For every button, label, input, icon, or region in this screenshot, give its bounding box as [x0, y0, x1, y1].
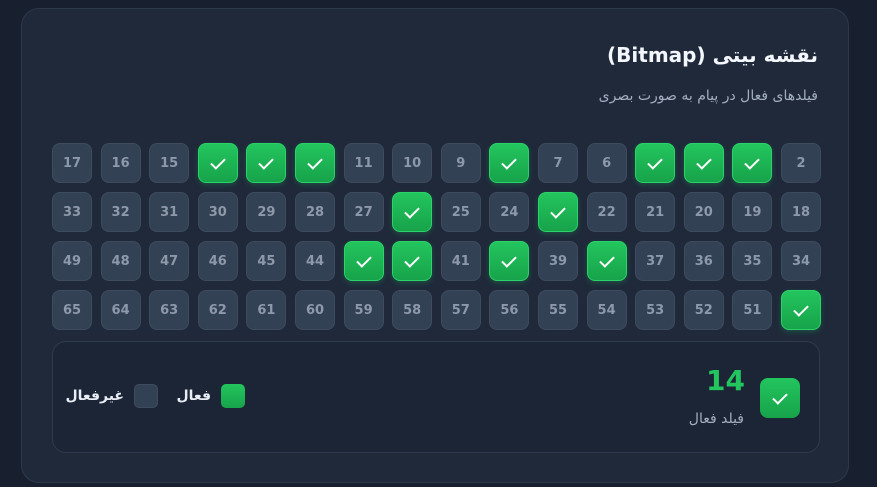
bitmap-cell-field: 10 [392, 143, 433, 183]
bitmap-cell-field: 36 [683, 241, 724, 281]
bitmap-cell-field: 18 [781, 192, 821, 232]
bitmap-cell-active [635, 143, 676, 183]
check-icon [307, 153, 323, 170]
bitmap-cell-field: 7 [538, 143, 578, 183]
bitmap-cell-field: 17 [52, 143, 92, 183]
bitmap-cell-active [392, 192, 433, 232]
bitmap-cell-field: 9 [440, 143, 481, 183]
bitmap-cell-active [295, 143, 335, 183]
bitmap-cell-active [246, 143, 287, 183]
bitmap-cell-field: 32 [100, 192, 141, 232]
bitmap-cell-field: 55 [538, 290, 578, 330]
bitmap-cell-active [343, 241, 384, 281]
bitmap-cell-field: 51 [732, 290, 773, 330]
bitmap-cell-field: 24 [489, 192, 530, 232]
bitmap-cell-field: 15 [149, 143, 190, 183]
bitmap-cell-field: 63 [149, 290, 190, 330]
bitmap-cell-field: 25 [440, 192, 481, 232]
check-icon [501, 251, 518, 268]
legend-active: فعال [177, 384, 245, 408]
legend-inactive: غیرفعال [66, 384, 158, 408]
check-icon [647, 153, 663, 170]
check-icon [355, 251, 372, 268]
check-icon [404, 251, 420, 268]
bitmap-cell-field: 21 [635, 192, 676, 232]
bitmap-cell-field: 34 [781, 241, 821, 281]
bitmap-cell-field: 57 [440, 290, 481, 330]
check-icon [210, 153, 226, 170]
check-icon [696, 153, 712, 170]
bitmap-cell-field: 62 [197, 290, 238, 330]
active-count-label: فیلد فعال [688, 411, 744, 427]
bitmap-cell-field: 19 [732, 192, 773, 232]
check-icon [258, 153, 275, 170]
bitmap-cell-active [781, 290, 821, 330]
bitmap-card: نقشه بیتی (Bitmap) فیلدهای فعال در پیام … [21, 8, 849, 483]
check-icon [550, 202, 566, 219]
bitmap-cell-field: 41 [440, 241, 481, 281]
bitmap-cell-field: 29 [246, 192, 287, 232]
legend-active-label: فعال [176, 388, 211, 404]
bitmap-cell-field: 33 [52, 192, 92, 232]
bitmap-cell-active [538, 192, 578, 232]
bitmap-cell-field: 6 [586, 143, 627, 183]
bitmap-cell-field: 37 [635, 241, 676, 281]
bitmap-cell-active [392, 241, 433, 281]
bitmap-cell-field: 52 [683, 290, 724, 330]
bitmap-cell-field: 65 [52, 290, 92, 330]
bitmap-cell-field: 49 [52, 241, 92, 281]
check-icon [501, 153, 518, 170]
bitmap-cell-field: 35 [732, 241, 773, 281]
bitmap-cell-field: 53 [635, 290, 676, 330]
bitmap-cell-field: 58 [392, 290, 433, 330]
bitmap-cell-field: 27 [343, 192, 384, 232]
bitmap-cell-active [197, 143, 238, 183]
check-icon [793, 300, 809, 317]
legend-inactive-swatch [134, 384, 158, 408]
bitmap-cell-field: 30 [197, 192, 238, 232]
bitmap-cell-field: 2 [781, 143, 821, 183]
check-icon [744, 153, 761, 170]
page-title: نقشه بیتی (Bitmap) [607, 43, 818, 67]
active-count: 14 [706, 364, 745, 397]
bitmap-cell-field: 11 [343, 143, 384, 183]
page-subtitle: فیلدهای فعال در پیام به صورت بصری [598, 88, 818, 104]
bitmap-cell-field: 22 [586, 192, 627, 232]
bitmap-cell-field: 46 [197, 241, 238, 281]
summary-panel: 14 فیلد فعال فعال غیرفعال [52, 341, 820, 453]
check-icon [760, 378, 800, 418]
bitmap-cell-active [489, 241, 530, 281]
bitmap-cell-field: 45 [246, 241, 287, 281]
check-icon [404, 202, 420, 219]
bitmap-cell-field: 59 [343, 290, 384, 330]
legend-active-swatch [221, 384, 245, 408]
bitmap-cell-field: 28 [295, 192, 335, 232]
bitmap-cell-field: 39 [538, 241, 578, 281]
bitmap-cell-field: 60 [295, 290, 335, 330]
bitmap-cell-field: 47 [149, 241, 190, 281]
check-icon [598, 251, 615, 268]
bitmap-cell-field: 54 [586, 290, 627, 330]
bitmap-cell-field: 48 [100, 241, 141, 281]
bitmap-cell-field: 20 [683, 192, 724, 232]
legend-inactive-label: غیرفعال [65, 388, 124, 404]
bitmap-cell-field: 61 [246, 290, 287, 330]
bitmap-cell-active [683, 143, 724, 183]
bitmap-cell-field: 16 [100, 143, 141, 183]
bitmap-cell-active [489, 143, 530, 183]
bitmap-cell-field: 64 [100, 290, 141, 330]
bitmap-cell-active [732, 143, 773, 183]
bitmap-cell-active [586, 241, 627, 281]
bitmap-cell-field: 44 [295, 241, 335, 281]
bitmap-cell-field: 56 [489, 290, 530, 330]
bitmap-cell-field: 31 [149, 192, 190, 232]
